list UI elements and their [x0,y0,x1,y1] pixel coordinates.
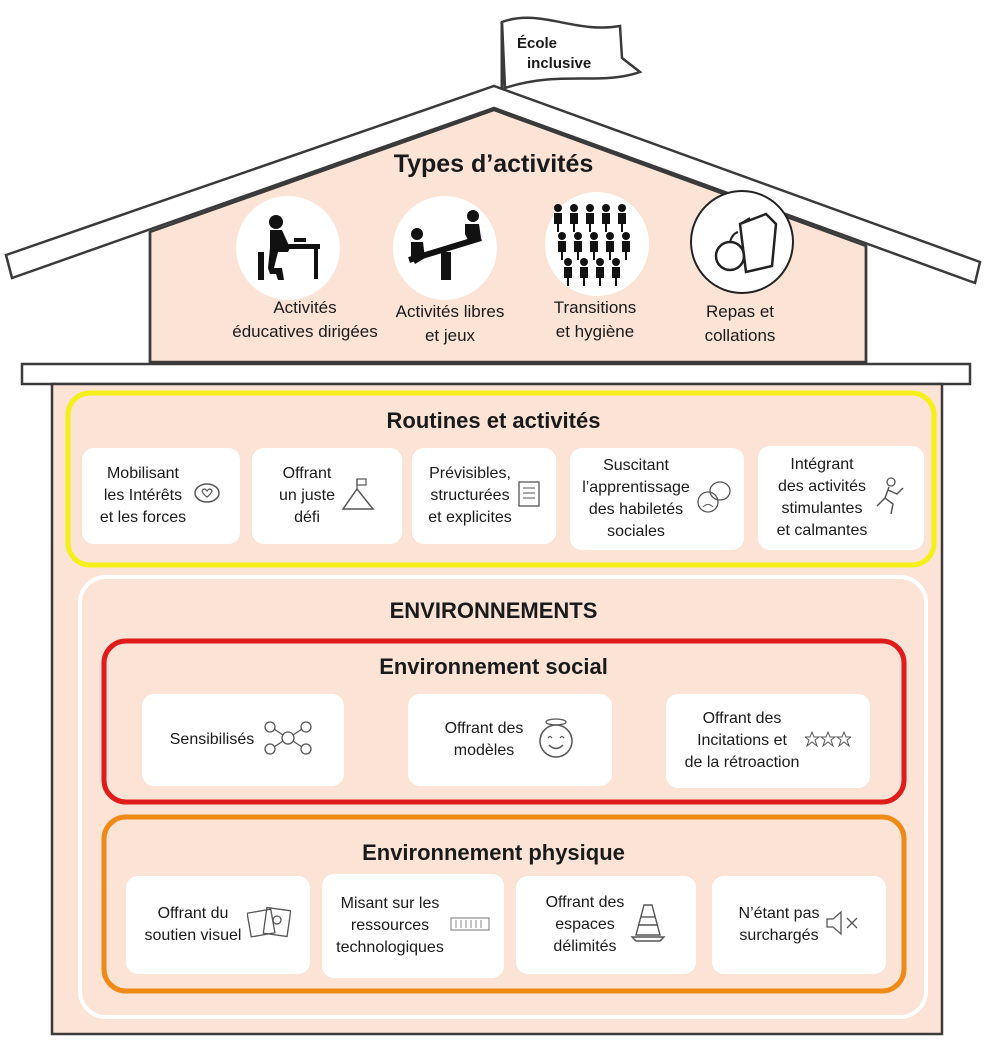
social-card-2: Offrant des modèles [408,694,612,786]
types-item-label-3: Transitions et hygiène [553,298,637,341]
schedule-list-icon [518,480,540,512]
physique-card-label: Misant sur les ressources technologiques [336,895,444,956]
social-title: Environnement social [379,654,608,679]
social-panel-border [101,638,907,805]
routines-panel-border [65,390,937,568]
routines-card-5: Intégrant des activités stimulantes et c… [758,446,924,550]
physique-card-1: Offrant du soutien visuel [126,876,310,974]
roof [4,84,982,364]
environnements-panel-border [78,575,928,1019]
physique-card-3: Offrant des espaces délimités [516,876,696,974]
routines-card-label: Offrant un juste défi [278,465,336,526]
routines-card-3: Prévisibles, structurées et explicites [412,448,556,544]
routines-card-label: Intégrant des activités stimulantes et c… [776,456,868,539]
physique-card-label: Offrant du soutien visuel [144,905,242,944]
lunch-bag-apple-icon [690,190,794,294]
social-card-1: Sensibilisés [142,694,344,786]
social-card-label: Offrant des Incitations et de la rétroac… [684,710,800,771]
physique-card-label: N’étant pas surchargés [738,905,820,944]
traffic-cone-icon [630,903,667,948]
running-person-icon [873,476,905,521]
physique-card-4: N’étant pas surchargés [712,876,886,974]
eave-bar [20,362,972,386]
types-item-label-4: Repas et collations [704,302,776,345]
halo-smiley-icon [537,717,575,764]
routines-title: Routines et activités [386,408,601,433]
types-item-label-1: Activités éducatives dirigées [232,298,378,341]
social-card-label: Offrant des modèles [444,720,524,759]
heart-speech-icon [192,481,222,512]
flag-line-2: inclusive [527,55,592,72]
routines-card-label: Prévisibles, structurées et explicites [428,465,512,526]
environnements-title: ENVIRONNEMENTS [389,598,598,623]
routines-card-1: Mobilisant les Intérêts et les forces [82,448,240,544]
physique-card-label: Offrant des espaces délimités [545,894,625,955]
physique-title: Environnement physique [362,840,625,865]
mountain-flag-icon [341,477,375,516]
routines-card-2: Offrant un juste défi [252,448,402,544]
physique-card-2: Misant sur les ressources technologiques [322,874,504,978]
routines-card-label: Suscitant l’apprentissage des habiletés … [582,457,690,540]
social-card-label: Sensibilisés [169,731,255,748]
people-line-icon [545,192,649,296]
types-item-label-2: Activités libres et jeux [395,302,505,345]
picture-cards-icon [246,903,292,948]
people-network-icon [260,717,316,764]
flag-icon [500,16,643,100]
three-stars-icon [803,730,853,752]
social-card-3: Offrant des Incitations et de la rétroac… [666,694,870,788]
routines-card-4: Suscitant l’apprentissage des habiletés … [570,448,744,550]
desk-study-icon [236,196,340,300]
theater-masks-icon [696,480,732,519]
keyboard-icon [450,917,490,936]
flag-line-1: École [517,35,558,52]
routines-card-label: Mobilisant les Intérêts et les forces [99,465,187,526]
flag-label: École inclusive [517,34,627,74]
types-title: Types d’activités [393,150,594,178]
physique-panel-border [101,814,907,994]
speaker-mute-icon [825,910,859,941]
seesaw-icon [393,196,497,300]
